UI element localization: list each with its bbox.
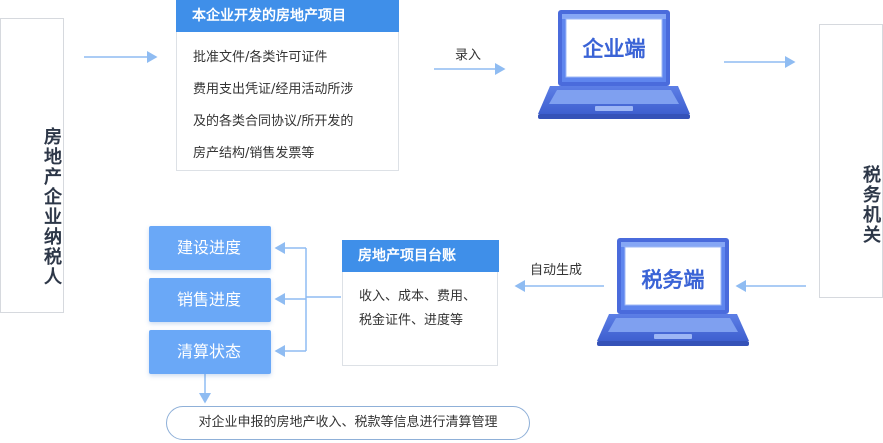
tax-authority-panel: 税务机关 xyxy=(819,24,883,298)
project-line: 费用支出凭证/经用活动所涉 xyxy=(193,82,354,97)
ledger-card-title: 房地产项目台账 xyxy=(342,240,499,272)
auto-generate-label: 自动生成 xyxy=(530,263,583,278)
tax-laptop-icon xyxy=(597,238,749,346)
enterprise-laptop-icon xyxy=(538,10,690,119)
tax-authority-label: 税务机关 xyxy=(860,165,881,245)
sales-progress-button[interactable]: 销售进度 xyxy=(149,278,271,322)
input-arrow-label: 录入 xyxy=(455,48,482,63)
ledger-line: 税金证件、进度等 xyxy=(359,313,464,328)
taxpayer-label: 房地产企业纳税人 xyxy=(41,127,62,287)
project-card-title: 本企业开发的房地产项目 xyxy=(176,0,399,32)
taxpayer-panel: 房地产企业纳税人 xyxy=(0,18,64,313)
enterprise-terminal-label: 企业端 xyxy=(582,37,646,61)
settlement-management-note: 对企业申报的房地产收入、税款等信息进行清算管理 xyxy=(166,406,530,440)
tax-terminal-label: 税务端 xyxy=(641,268,705,292)
ledger-card: 房地产项目台账 收入、成本、费用、 税金证件、进度等 xyxy=(342,240,499,366)
build-progress-button[interactable]: 建设进度 xyxy=(149,226,271,270)
ledger-line: 收入、成本、费用、 xyxy=(359,289,477,304)
project-line: 及的各类合同协议/所开发的 xyxy=(193,114,354,129)
settlement-status-button[interactable]: 清算状态 xyxy=(149,330,271,374)
project-card: 本企业开发的房地产项目 批准文件/各类许可证件 费用支出凭证/经用活动所涉 及的… xyxy=(176,0,399,171)
project-line: 批准文件/各类许可证件 xyxy=(193,50,328,65)
project-line: 房产结构/销售发票等 xyxy=(193,146,315,161)
